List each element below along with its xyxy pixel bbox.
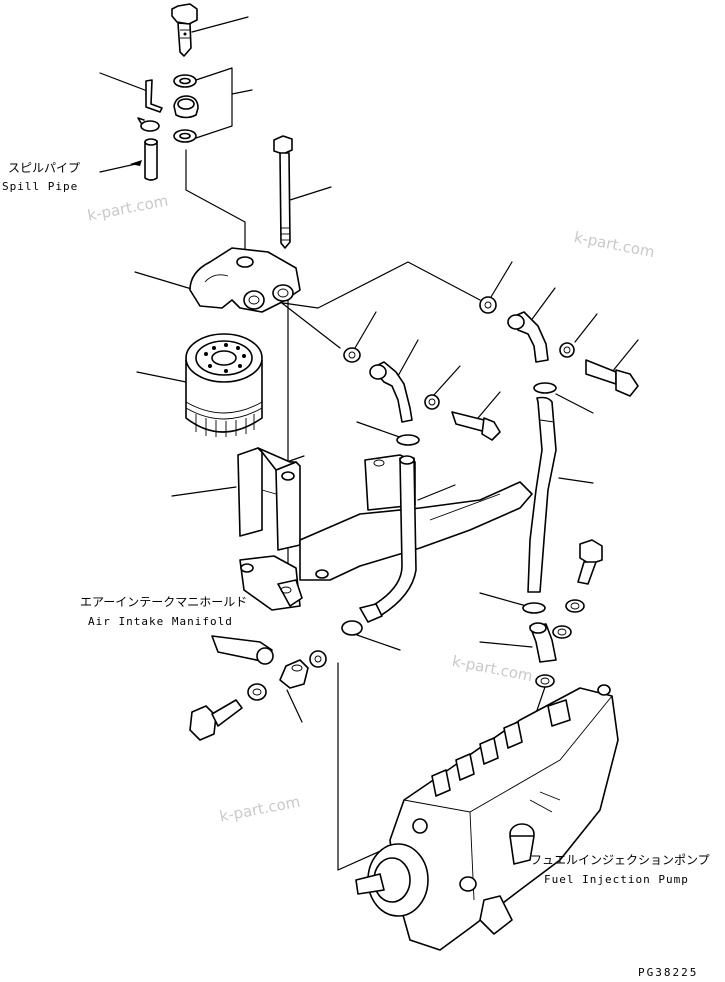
fuel-filter-cartridge [185, 333, 263, 437]
gasket-pump-inlet [535, 674, 555, 688]
elbow-fitting-right [529, 622, 572, 663]
gasket-right-1 [479, 296, 497, 314]
gasket-lower-1 [309, 650, 327, 668]
banjo-bolt-right [585, 359, 639, 397]
gasket-right-2 [559, 342, 575, 358]
gasket-right-3 [565, 599, 585, 613]
banjo-pipe-right [507, 311, 549, 363]
hose-clip-lower [341, 620, 363, 636]
air-intake-manifold-label-jp: エアーインテークマニホールド [80, 595, 248, 609]
fuel-pipe-left [359, 455, 417, 623]
hose-clip-left [396, 434, 420, 446]
spill-pipe [144, 138, 158, 181]
banjo-fitting-top [145, 79, 199, 119]
banjo-bolt-left [451, 411, 501, 441]
spill-pipe-label-jp: スピルパイプ [8, 161, 81, 175]
filter-mounting-bracket [237, 447, 301, 551]
fuel-filter-head [189, 247, 301, 313]
gasket-top-upper [173, 74, 197, 88]
gasket-top-lower [173, 129, 197, 143]
hose-clip-small [137, 117, 160, 132]
spill-pipe-label-en: Spill Pipe [2, 180, 79, 193]
air-intake-manifold-label-en: Air Intake Manifold [88, 615, 233, 628]
fuel-hose-right [527, 396, 557, 593]
fuel-injection-pump [355, 684, 619, 951]
long-mounting-bolt [273, 135, 293, 249]
drawing-code: PG38225 [638, 966, 699, 979]
gasket-lower-2 [247, 683, 267, 701]
hose-clip-right-lower [522, 602, 546, 614]
gasket-left-2 [424, 394, 440, 410]
banjo-bolt-top [171, 3, 198, 57]
fitting-lower [279, 659, 309, 689]
fuel-injection-pump-label-jp: フュエルインジェクションポンプ [530, 853, 710, 867]
bolt-right-lower [577, 539, 603, 585]
hose-clip-right-upper [533, 382, 557, 394]
fuel-injection-pump-label-en: Fuel Injection Pump [544, 873, 689, 886]
banjo-bolt-lower [189, 699, 243, 741]
banjo-pipe-left [369, 361, 413, 423]
gasket-left-1 [343, 347, 361, 363]
